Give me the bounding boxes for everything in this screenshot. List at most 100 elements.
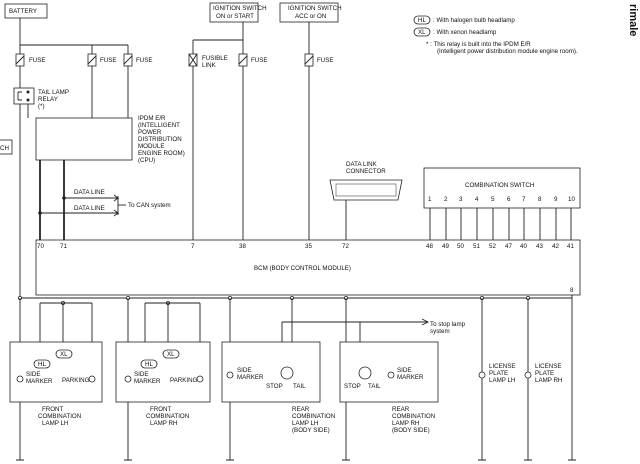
- ignition-on-label-1: IGNITION SWITCH: [213, 5, 267, 12]
- stop-lamp-label-1: To stop lamp: [430, 321, 466, 328]
- fusible-link: [188, 53, 198, 67]
- rear-combination-lamp-rh: [339, 341, 439, 403]
- combination-switch-box: [423, 167, 581, 209]
- combo-pin-9: 9: [554, 196, 558, 203]
- dlc-label-2: CONNECTOR: [346, 168, 386, 175]
- front-lh-side: SIDE: [26, 371, 40, 378]
- legend-note-2: (Intelligent power distribution module e…: [437, 48, 578, 55]
- ipdm-line-0: IPDM E/R: [138, 115, 166, 122]
- legend-xl-tag: [413, 27, 431, 37]
- combo-pin-2: 2: [444, 196, 448, 203]
- ignition-on-label-2: ON or START: [216, 13, 254, 20]
- relay-label-1: TAIL LAMP: [38, 89, 69, 96]
- license-lh-3: LAMP LH: [489, 377, 515, 384]
- rear-lh-name-2: COMBINATION: [292, 413, 335, 420]
- front-combination-lamp-lh: [9, 341, 103, 403]
- bcm-pin-8: 8: [570, 287, 574, 294]
- fuse-1-label: FUSE: [29, 57, 46, 64]
- rear-lh-name-4: (BODY SIDE): [292, 427, 330, 434]
- combo-pin-8: 8: [538, 196, 542, 203]
- bcm-pin-49: 49: [442, 243, 449, 250]
- bcm-pin-52: 52: [489, 243, 496, 250]
- front-rh-name-2: COMBINATION: [146, 413, 189, 420]
- rear-rh-name-4: (BODY SIDE): [392, 427, 430, 434]
- edge-tab: [0, 139, 13, 155]
- dlc-label-1: DATA LINK: [346, 161, 378, 168]
- rear-lh-stop: STOP: [266, 383, 283, 390]
- battery-label: BATTERY: [9, 8, 37, 15]
- combination-switch-title: COMBINATION SWITCH: [465, 182, 534, 189]
- ipdm-line-5: ENGINE ROOM): [138, 150, 185, 157]
- bcm-pin-35: 35: [305, 243, 312, 250]
- legend-xl-tag-text: XL: [418, 29, 426, 36]
- corner-text: rimale: [627, 4, 639, 36]
- rear-rh-stop: STOP: [344, 383, 361, 390]
- can-system-label: To CAN system: [128, 202, 171, 209]
- bcm-pin-71: 71: [60, 243, 67, 250]
- bcm-title: BCM (BODY CONTROL MODULE): [254, 265, 351, 272]
- rear-lh-name-3: LAMP LH: [292, 420, 318, 427]
- ipdm-line-4: MODULE: [138, 143, 164, 150]
- rear-lh-side: SIDE: [237, 367, 251, 374]
- combo-switch-pins: 1 2 3 4 5 6 7 8 9 10: [428, 196, 575, 203]
- front-combination-lamp-rh: [115, 341, 211, 403]
- side-marker-bulb-icon: [387, 371, 395, 379]
- combo-pin-1: 1: [428, 196, 432, 203]
- license-rh-3: LAMP RH: [535, 377, 562, 384]
- front-rh-hl-tag: [140, 359, 158, 369]
- combo-pin-3: 3: [459, 196, 463, 203]
- front-lh-name-1: FRONT: [42, 406, 64, 413]
- dlc-connector: [329, 179, 403, 201]
- fuse-1: [15, 53, 25, 67]
- rear-rh-name-1: REAR: [392, 406, 410, 413]
- ipdm-line-6: (CPU): [138, 157, 155, 164]
- bcm-box: [35, 239, 581, 296]
- bcm-pin-43: 43: [536, 243, 543, 250]
- fuse-2-label: FUSE: [100, 57, 117, 64]
- front-lh-xl-tag: [55, 349, 73, 359]
- rear-rh-marker: MARKER: [397, 374, 424, 381]
- license-lamp-lh-bulb-icon: [478, 371, 486, 379]
- ipdm-line-3: DISTRIBUTION: [138, 136, 182, 143]
- battery-box: [4, 3, 48, 19]
- ipdm-line-2: POWER: [138, 129, 162, 136]
- front-lh-parking: PARKING: [62, 377, 90, 384]
- bcm-pin-38: 38: [239, 243, 246, 250]
- combo-pin-6: 6: [507, 196, 511, 203]
- front-rh-hl: HL: [145, 361, 153, 368]
- license-lh-2: PLATE: [489, 370, 508, 377]
- rear-rh-name-3: LAMP RH: [392, 420, 419, 427]
- relay-label-3: (*): [38, 103, 45, 110]
- rear-lh-name-1: REAR: [292, 406, 310, 413]
- license-rh-1: LICENSE: [535, 363, 561, 370]
- ipdm-box: [35, 117, 133, 161]
- combo-pin-7: 7: [522, 196, 526, 203]
- front-rh-parking: PARKING: [170, 377, 198, 384]
- data-line-2: DATA LINE: [74, 205, 105, 212]
- parking-bulb-icon: [196, 375, 204, 383]
- bcm-pin-50: 50: [457, 243, 464, 250]
- ignition-acc-label-1: IGNITION SWITCH: [288, 5, 342, 12]
- combo-pin-10: 10: [568, 196, 575, 203]
- legend-xl-text: : With xenon headlamp: [433, 29, 497, 36]
- ipdm-labels: IPDM E/R (INTELLIGENT POWER DISTRIBUTION…: [138, 115, 185, 164]
- bcm-pin-42: 42: [552, 243, 559, 250]
- license-lamp-rh-bulb-icon: [524, 371, 532, 379]
- fuse-5: [304, 53, 314, 67]
- front-rh-xl-tag: [162, 349, 180, 359]
- legend-note-1: * : This relay is built into the IPDM E/…: [426, 41, 531, 48]
- ignition-acc-label-2: ACC or ON: [295, 13, 326, 20]
- stop-tail-bulb-icon: [280, 366, 294, 380]
- bcm-pin-51: 51: [473, 243, 480, 250]
- fuse-3-label: FUSE: [136, 57, 153, 64]
- bcm-pin-40: 40: [520, 243, 527, 250]
- legend-hl-text: : With halogen bulb headlamp: [433, 17, 515, 24]
- rear-rh-side: SIDE: [397, 367, 411, 374]
- front-lh-name-3: LAMP LH: [42, 420, 68, 427]
- front-rh-side: SIDE: [134, 371, 148, 378]
- stop-tail-bulb-icon: [358, 366, 372, 380]
- fuse-4-label: FUSE: [251, 57, 268, 64]
- fuse-5-label: FUSE: [317, 57, 334, 64]
- rear-rh-name-2: COMBINATION: [392, 413, 435, 420]
- front-rh-name-1: FRONT: [150, 406, 172, 413]
